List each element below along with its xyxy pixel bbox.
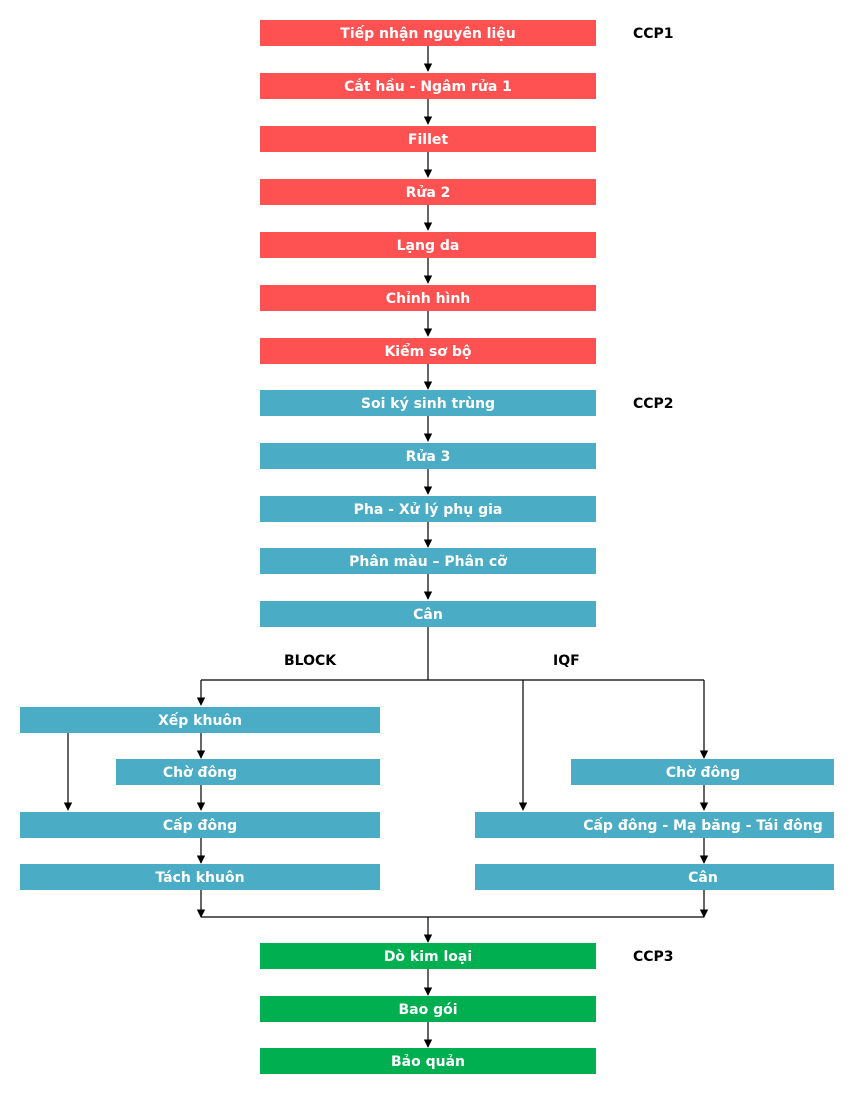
step-box: Fillet	[260, 126, 596, 152]
final-step-3-label: Bảo quản	[391, 1054, 465, 1070]
iqf-branch: Chờ đông Cấp đông - Mạ băng - Tái đông C…	[475, 759, 834, 890]
step-box: Phân màu – Phân cỡ	[260, 548, 596, 574]
block-step-2-box	[116, 759, 380, 785]
merge-connectors	[201, 916, 704, 1048]
block-step-3-box	[20, 812, 380, 838]
step-11-label: Phân màu – Phân cỡ	[349, 554, 507, 570]
block-step-1-box	[20, 707, 380, 733]
step-2-label: Cắt hầu - Ngâm rửa 1	[344, 78, 512, 95]
block-connectors	[63, 733, 206, 918]
ccp-labels: CCP1 CCP2 CCP3	[633, 26, 674, 965]
step-9-label: Rửa 3	[406, 449, 451, 465]
step-box: Rửa 2	[260, 179, 596, 205]
block-step-2-label: Chờ đông	[163, 765, 237, 781]
step-box: Chỉnh hình	[260, 285, 596, 311]
step-6-label: Chỉnh hình	[386, 291, 471, 307]
main-steps: Tiếp nhận nguyên liệu Cắt hầu - Ngâm rửa…	[260, 20, 596, 627]
step-10-box	[260, 496, 596, 522]
block-step-4-label: Tách khuôn	[155, 870, 244, 886]
step-1-box	[260, 20, 596, 46]
block-branch-label: BLOCK	[284, 653, 337, 669]
iqf-step-3-box	[475, 864, 834, 890]
step-7-label: Kiểm sơ bộ	[384, 343, 471, 360]
final-step-1-box	[260, 943, 596, 969]
step-8-box	[260, 390, 596, 416]
iqf-step-1-label: Chờ đông	[666, 765, 740, 781]
step-6-box	[260, 285, 596, 311]
step-4-box	[260, 179, 596, 205]
step-5-label: Lạng da	[397, 238, 460, 254]
step-5-box	[260, 232, 596, 258]
step-7-box	[260, 338, 596, 364]
iqf-branch-label: IQF	[553, 653, 580, 669]
step-box: Soi ký sinh trùng	[260, 390, 596, 416]
block-step-4-box	[20, 864, 380, 890]
iqf-step-3-label: Cân	[688, 870, 718, 886]
ccp1-label: CCP1	[633, 26, 674, 42]
step-box: Cắt hầu - Ngâm rửa 1	[260, 73, 596, 99]
step-box: Pha - Xử lý phụ gia	[260, 496, 596, 522]
step-box: Tiếp nhận nguyên liệu	[260, 20, 596, 46]
final-step-2-label: Bao gói	[398, 1002, 457, 1018]
block-branch: Xếp khuôn Chờ đông Cấp đông Tách khuôn	[20, 707, 380, 890]
step-box: Rửa 3	[260, 443, 596, 469]
split-connectors	[196, 627, 709, 811]
step-box: Kiểm sơ bộ	[260, 338, 596, 364]
step-3-label: Fillet	[408, 132, 448, 148]
step-1-label: Tiếp nhận nguyên liệu	[340, 25, 515, 42]
final-step-2-box	[260, 996, 596, 1022]
step-11-box	[260, 548, 596, 574]
block-step-1-label: Xếp khuôn	[158, 712, 242, 729]
step-9-box	[260, 443, 596, 469]
step-box: Cân	[260, 601, 596, 627]
ccp2-label: CCP2	[633, 396, 674, 412]
step-8-label: Soi ký sinh trùng	[361, 396, 495, 412]
step-12-label: Cân	[413, 607, 443, 623]
ccp3-label: CCP3	[633, 949, 674, 965]
final-step-3-box	[260, 1048, 596, 1074]
final-step-1-label: Dò kim loại	[384, 949, 472, 965]
iqf-step-1-box	[571, 759, 834, 785]
iqf-step-2-label: Cấp đông - Mạ băng - Tái đông	[583, 817, 823, 834]
step-4-label: Rửa 2	[406, 185, 451, 201]
step-10-label: Pha - Xử lý phụ gia	[354, 502, 503, 518]
final-steps: Dò kim loại Bao gói Bảo quản	[260, 943, 596, 1074]
step-12-box	[260, 601, 596, 627]
step-box: Lạng da	[260, 232, 596, 258]
iqf-step-2-box	[475, 812, 834, 838]
step-3-box	[260, 126, 596, 152]
step-2-box	[260, 73, 596, 99]
block-step-3-label: Cấp đông	[163, 817, 237, 834]
